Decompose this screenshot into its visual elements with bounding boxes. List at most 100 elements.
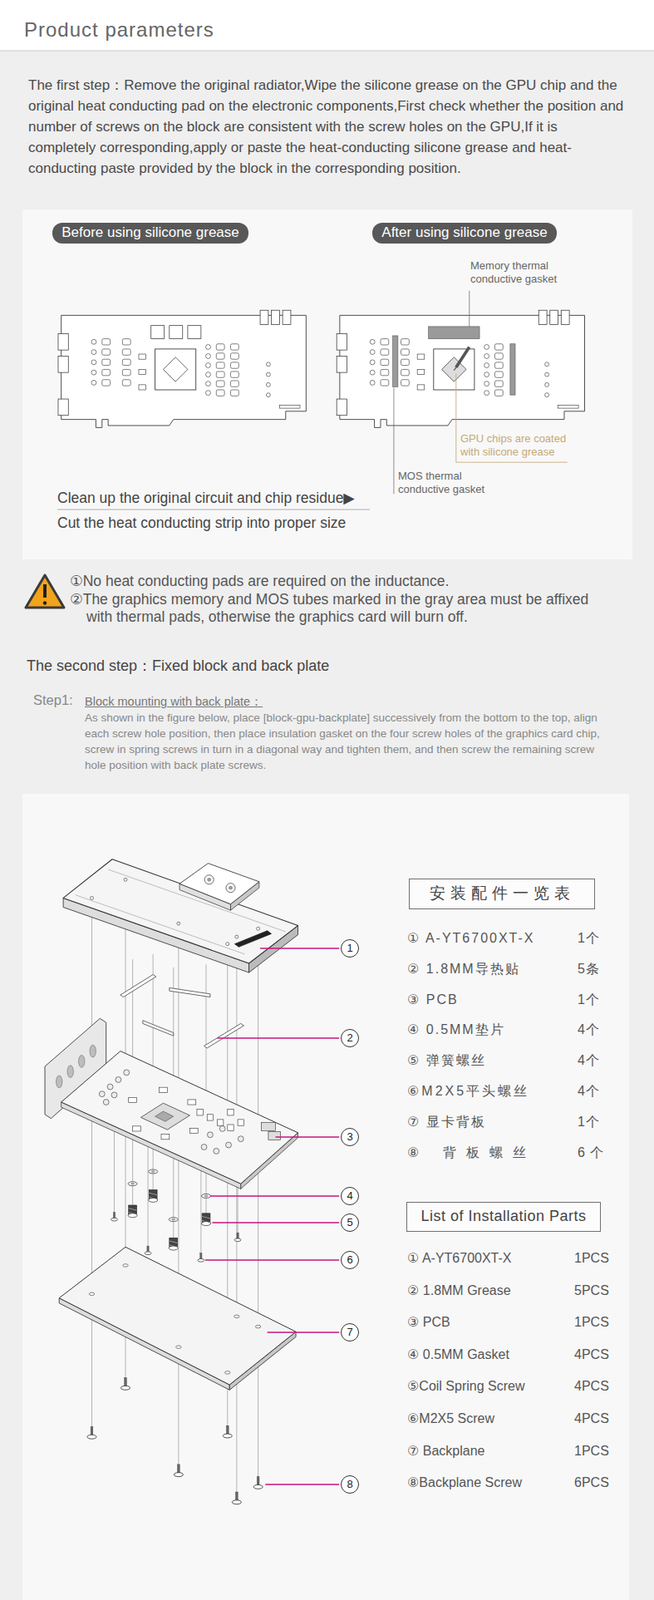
capacitor bbox=[111, 1091, 118, 1098]
section-pill: After using silicone grease bbox=[372, 222, 557, 244]
callout-number: 6 bbox=[340, 1250, 359, 1269]
screw-hole bbox=[122, 1263, 128, 1267]
power-connector bbox=[268, 1131, 281, 1141]
capacitor bbox=[484, 363, 490, 369]
backplate-screw bbox=[222, 1433, 232, 1438]
capacitor bbox=[91, 359, 97, 365]
capacitor bbox=[98, 1091, 105, 1097]
page-title: Product parameters bbox=[24, 18, 215, 42]
inductor bbox=[217, 1119, 224, 1126]
capacitor bbox=[206, 1131, 213, 1138]
parts-table-cell: ⑥M2X5平头螺丝 bbox=[407, 1082, 530, 1100]
spring-coil bbox=[128, 1208, 138, 1210]
capacitor bbox=[91, 379, 97, 385]
parts-table-cell: 1个 bbox=[577, 991, 600, 1009]
callout-label: MOS thermal conductive gasket bbox=[398, 469, 500, 497]
component bbox=[265, 382, 271, 387]
screw-hole bbox=[234, 1314, 240, 1318]
pcb-drawing bbox=[58, 309, 306, 428]
parts-table-cell: 1PCS bbox=[574, 1249, 610, 1267]
gpu-chip bbox=[433, 349, 475, 390]
inductor bbox=[216, 380, 225, 387]
m2x5-screw bbox=[197, 1258, 205, 1262]
inductor bbox=[494, 344, 503, 350]
capacitor bbox=[123, 1069, 130, 1076]
inductor bbox=[122, 358, 131, 365]
spring-coil bbox=[148, 1192, 158, 1195]
parts-table-cell: ① A-YT6700XT-X bbox=[407, 929, 536, 947]
node-text: 3 bbox=[346, 1130, 353, 1144]
component bbox=[417, 354, 425, 359]
leader-line bbox=[393, 388, 394, 495]
parts-table-cell: 4PCS bbox=[574, 1377, 610, 1395]
capacitor bbox=[369, 339, 375, 345]
screw-hole bbox=[235, 934, 239, 939]
thermal-strip bbox=[204, 1022, 245, 1048]
component bbox=[545, 393, 550, 398]
gasket-hole bbox=[172, 1218, 176, 1220]
inductor bbox=[102, 339, 111, 345]
inductor bbox=[216, 371, 225, 378]
gasket bbox=[201, 1193, 211, 1198]
backplate-screw bbox=[253, 1484, 263, 1489]
bracket-vent bbox=[78, 1055, 85, 1068]
backplate-screw bbox=[120, 1385, 130, 1390]
parts-table-cell: 5PCS bbox=[574, 1282, 610, 1299]
spring-coil bbox=[169, 1240, 178, 1243]
capacitor bbox=[91, 349, 97, 355]
backplate-screw bbox=[231, 1499, 241, 1505]
component bbox=[265, 393, 271, 398]
capacitor bbox=[206, 354, 212, 359]
gpu-die bbox=[442, 357, 467, 382]
inductor bbox=[494, 371, 503, 378]
parts-table-cell: ⑥M2X5 Screw bbox=[407, 1410, 495, 1427]
parts-table-cell: 1个 bbox=[577, 1113, 600, 1131]
inductor bbox=[380, 368, 389, 375]
header-band bbox=[0, 0, 654, 51]
parts-table-cell: 1PCS bbox=[574, 1313, 610, 1331]
screw-hole bbox=[225, 1371, 231, 1374]
guide-line bbox=[257, 928, 259, 1483]
leader-line bbox=[211, 1221, 340, 1223]
parts-table-cell: 1PCS bbox=[574, 1442, 610, 1460]
gasket bbox=[168, 1217, 178, 1222]
memory-chip bbox=[151, 325, 165, 340]
node-text: Before using silicone grease bbox=[61, 224, 240, 241]
inductor bbox=[102, 379, 111, 386]
parts-table-cell: ⑧Backplane Screw bbox=[407, 1474, 522, 1491]
thermal-strip bbox=[142, 1020, 174, 1036]
guide-line bbox=[91, 903, 93, 1433]
capacitor bbox=[484, 344, 490, 350]
mos-thermal-pad bbox=[510, 344, 516, 395]
inductor bbox=[216, 362, 225, 369]
inductor bbox=[401, 379, 410, 386]
warning-note: ②The graphics memory and MOS tubes marke… bbox=[69, 590, 594, 626]
inductor bbox=[401, 368, 410, 375]
m2x5-screw bbox=[144, 1251, 152, 1255]
screw-hole bbox=[176, 1345, 182, 1348]
parts-table-cell: 5条 bbox=[577, 960, 600, 978]
mos-thermal-pad bbox=[393, 335, 399, 387]
warning-note: ①No heat conducting pads are required on… bbox=[69, 572, 449, 591]
capacitor bbox=[369, 349, 375, 355]
gpu-die bbox=[162, 357, 187, 382]
block-terminal bbox=[179, 863, 260, 905]
thermal-strip bbox=[169, 987, 211, 997]
callout-number: 2 bbox=[340, 1028, 359, 1048]
callout-number: 3 bbox=[340, 1127, 359, 1146]
pcb-drawing bbox=[336, 309, 585, 428]
capacitor bbox=[226, 1141, 232, 1148]
inductor bbox=[122, 368, 131, 375]
screw-hole bbox=[177, 921, 181, 925]
step-number: Step1: bbox=[33, 691, 74, 709]
inductor bbox=[227, 1109, 234, 1116]
screw-hole bbox=[226, 942, 230, 946]
fitting-port bbox=[228, 885, 233, 891]
component bbox=[545, 372, 550, 377]
memory-chip bbox=[187, 1099, 197, 1105]
parts-table-cell: ④ 0.5MM垫片 bbox=[407, 1021, 506, 1038]
graphics-card-pcb bbox=[61, 1051, 299, 1185]
exploded-view bbox=[44, 859, 340, 1505]
backplate-screw bbox=[87, 1434, 97, 1439]
